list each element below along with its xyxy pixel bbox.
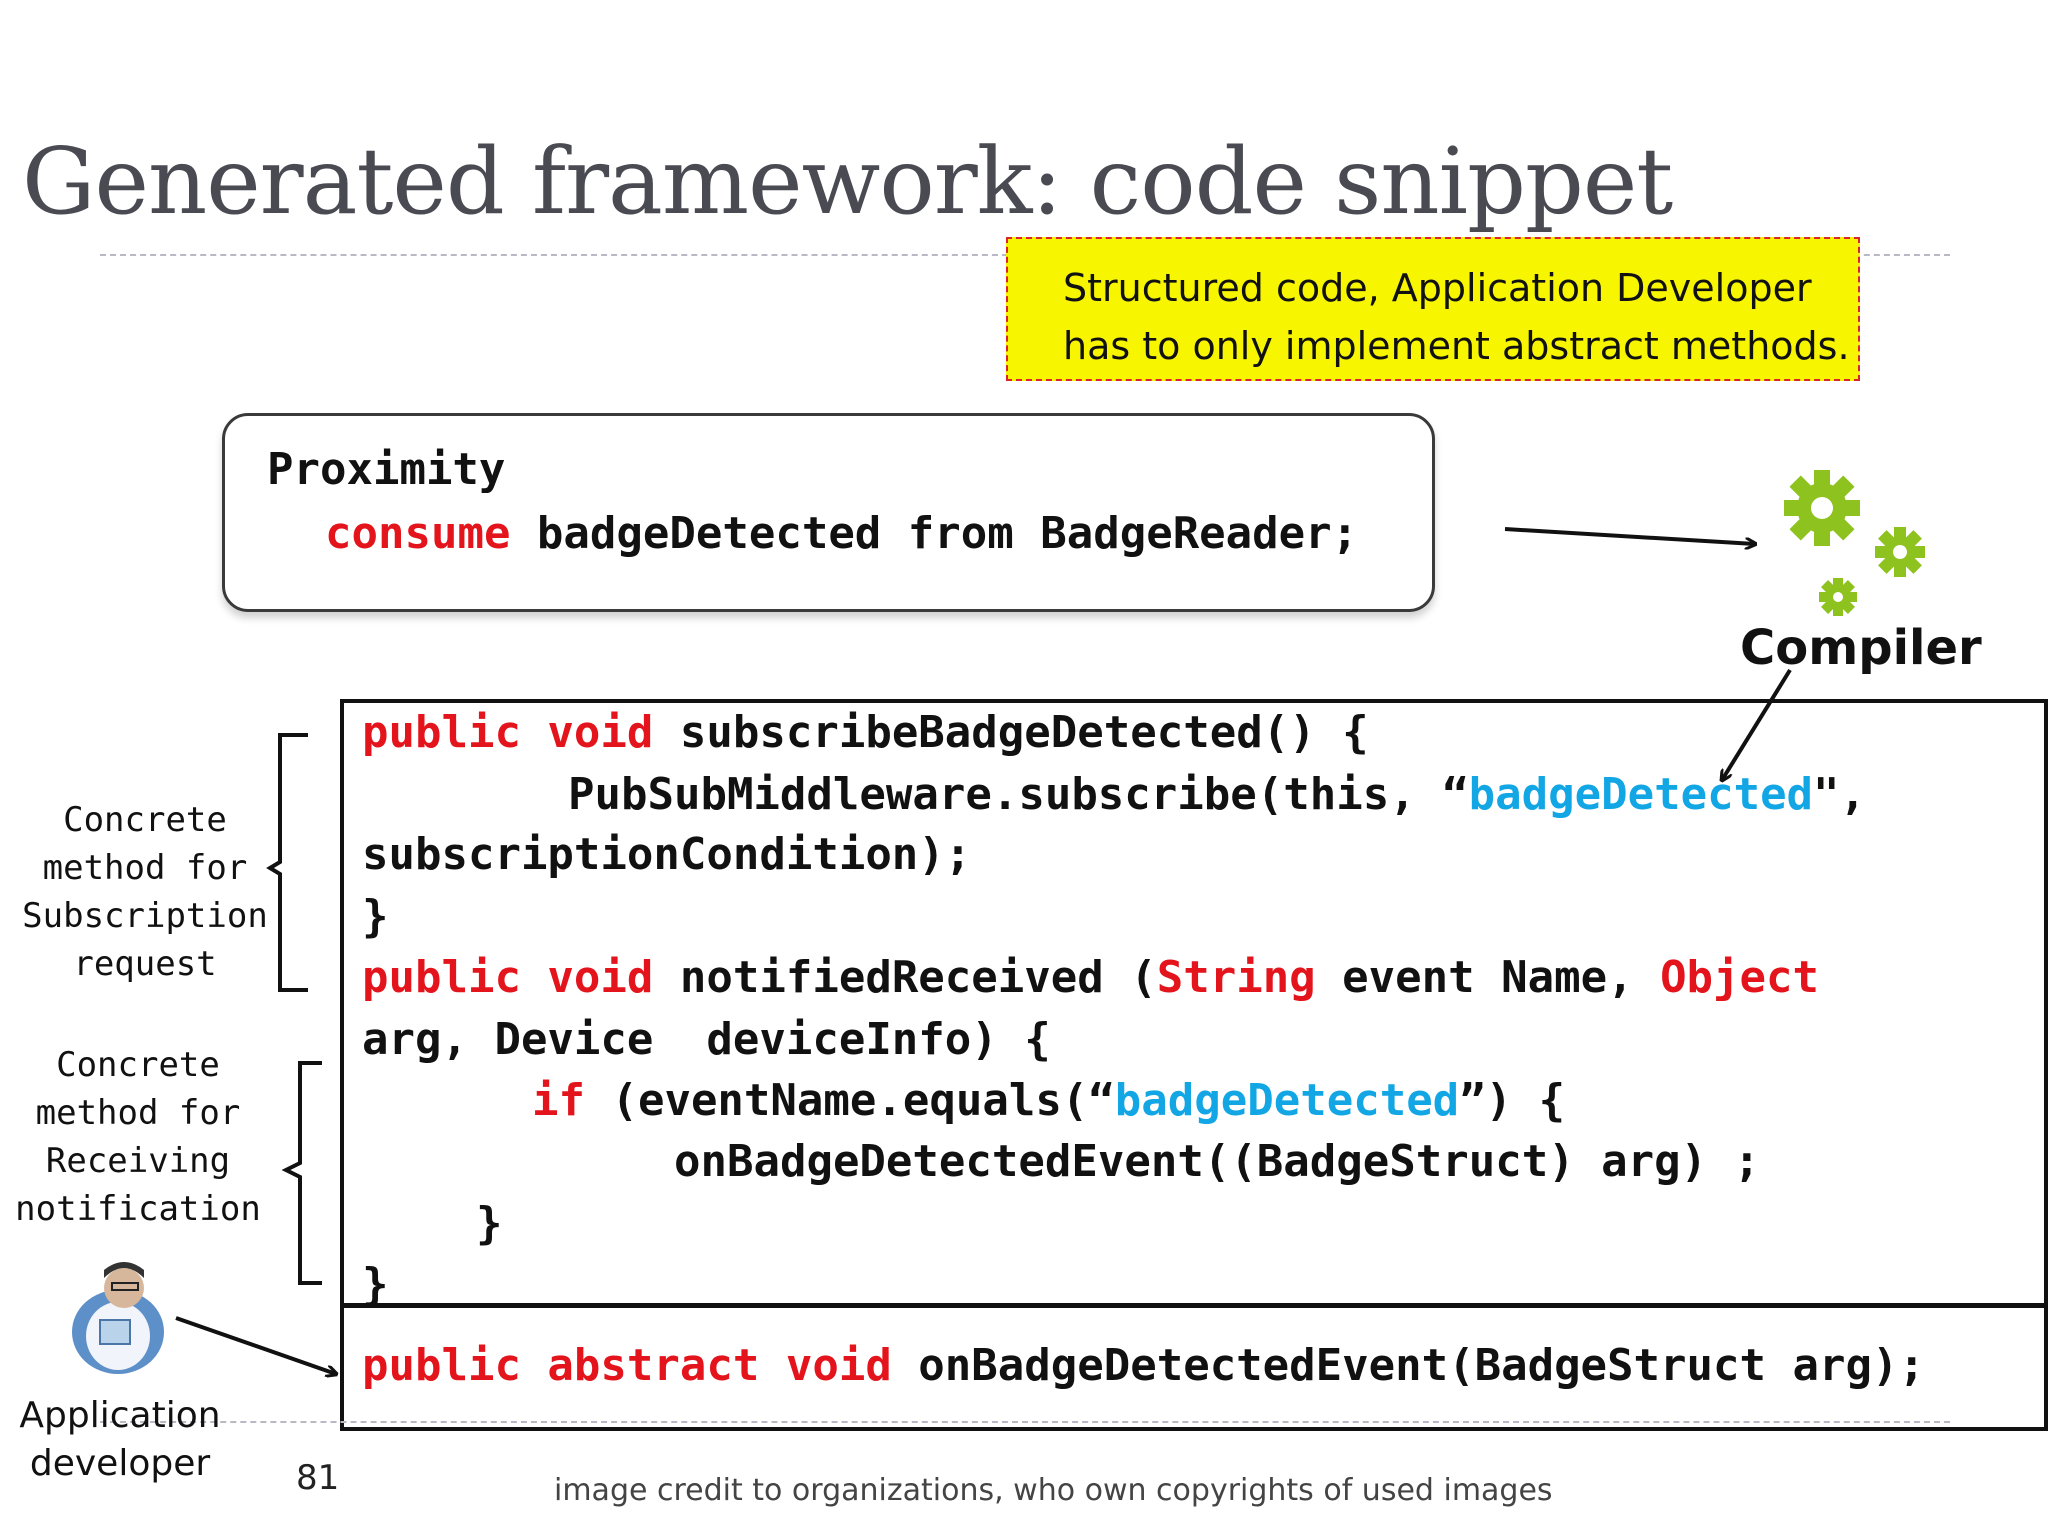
- gear-icon: [1875, 527, 1925, 577]
- compiler-to-code-arrow: [1722, 668, 1792, 780]
- annotation-line: notification: [15, 1189, 261, 1229]
- abstract-line: public abstract void onBadgeDetectedEven…: [362, 1340, 1925, 1391]
- annotation-line: Concrete: [63, 800, 227, 840]
- developer-avatar: [72, 1262, 164, 1374]
- annotation-subscription: Concrete method for Subscription request: [0, 796, 290, 988]
- image-credit: image credit to organizations, who own c…: [554, 1473, 1553, 1508]
- code-line-7: if (eventName.equals(“badgeDetected”) {: [532, 1075, 1565, 1126]
- code-keyword: public void: [362, 952, 654, 1003]
- receiving-bracket: [281, 1061, 322, 1285]
- annotation-line: method for: [35, 1093, 241, 1133]
- idl-line-2: consume badgeDetected from BadgeReader;: [325, 508, 1358, 559]
- code-text: notifiedReceived (: [653, 952, 1157, 1003]
- developer-label-line: Application: [19, 1395, 221, 1436]
- code-text: subscribeBadgeDetected() {: [653, 707, 1369, 758]
- slide-title: Generated framework: code snippet: [22, 128, 1673, 235]
- annotation-line: request: [73, 944, 217, 984]
- annotation-line: Receiving: [45, 1141, 231, 1181]
- code-text: onBadgeDetectedEvent(BadgeStruct arg);: [891, 1340, 1925, 1391]
- developer-arrow: [175, 1316, 336, 1374]
- callout-note: Structured code, Application Developer h…: [1006, 237, 1860, 381]
- code-text: (eventName.equals(“: [584, 1075, 1115, 1126]
- code-line-4: }: [362, 891, 389, 942]
- code-keyword: if: [532, 1075, 585, 1126]
- annotation-receiving: Concrete method for Receiving notificati…: [0, 1041, 276, 1233]
- code-string: badgeDetected: [1468, 769, 1814, 820]
- idl-keyword: consume: [325, 508, 511, 559]
- compiler-label: Compiler: [1740, 620, 1982, 676]
- code-line-3: subscriptionCondition);: [362, 829, 972, 880]
- developer-label: Application developer: [10, 1392, 230, 1488]
- code-keyword: String: [1156, 952, 1316, 1003]
- annotation-line: Subscription: [22, 896, 268, 936]
- code-line-10: }: [362, 1259, 389, 1310]
- developer-label-line: developer: [29, 1443, 211, 1484]
- code-text: ”) {: [1459, 1075, 1566, 1126]
- annotation-line: method for: [42, 848, 248, 888]
- code-string: badgeDetected: [1114, 1075, 1460, 1126]
- footer-divider: [100, 1421, 1950, 1423]
- subscription-bracket: [266, 733, 308, 992]
- code-line-5: public void notifiedReceived (String eve…: [362, 952, 1819, 1003]
- code-line-6: arg, Device deviceInfo) {: [362, 1014, 1051, 1065]
- idl-line-1: Proximity: [267, 444, 506, 495]
- idl-to-compiler-arrow: [1504, 527, 1755, 544]
- idl-box: Proximity consume badgeDetected from Bad…: [222, 413, 1435, 612]
- code-text: ",: [1813, 769, 1867, 820]
- code-keyword: public void: [362, 707, 654, 758]
- code-line-1: public void subscribeBadgeDetected() {: [362, 707, 1369, 758]
- code-text: PubSubMiddleware.subscribe(this, “: [568, 769, 1469, 820]
- code-keyword: public abstract void: [362, 1340, 892, 1391]
- note-line-2: has to only implement abstract methods.: [1063, 324, 1850, 368]
- code-line-9: }: [476, 1198, 503, 1249]
- code-line-2: PubSubMiddleware.subscribe(this, “badgeD…: [568, 769, 1866, 820]
- abstract-method-box: public abstract void onBadgeDetectedEven…: [340, 1304, 2048, 1431]
- gear-icon: [1784, 470, 1860, 546]
- page-number: 81: [296, 1458, 340, 1498]
- gear-icon: [1819, 578, 1857, 616]
- generated-code-box: public void subscribeBadgeDetected() { P…: [340, 699, 2048, 1310]
- idl-rest: badgeDetected from BadgeReader;: [510, 508, 1359, 559]
- note-line-1: Structured code, Application Developer: [1063, 266, 1812, 310]
- code-keyword: Object: [1660, 952, 1820, 1003]
- code-line-8: onBadgeDetectedEvent((BadgeStruct) arg) …: [674, 1136, 1761, 1187]
- annotation-line: Concrete: [56, 1045, 220, 1085]
- code-text: event Name,: [1315, 952, 1661, 1003]
